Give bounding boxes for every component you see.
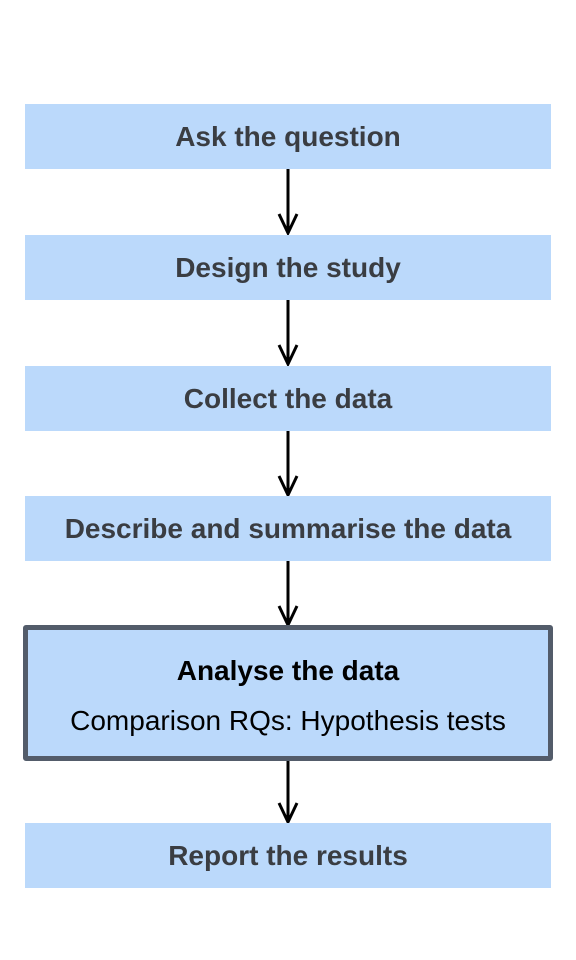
- step-analyse-the-data-highlighted: Analyse the data Comparison RQs: Hypothe…: [23, 625, 553, 761]
- arrow-4-to-5: [277, 561, 299, 629]
- step-label: Describe and summarise the data: [64, 512, 512, 544]
- step-label: Collect the data: [183, 382, 393, 414]
- step-label: Ask the question: [175, 120, 401, 152]
- arrow-2-to-3: [277, 300, 299, 368]
- step-label: Analyse the data: [176, 655, 400, 686]
- step-collect-the-data: Collect the data: [25, 366, 551, 431]
- step-report-the-results: Report the results: [25, 823, 551, 888]
- step-design-the-study: Design the study: [25, 235, 551, 300]
- step-sublabel: Comparison RQs: Hypothesis tests: [70, 705, 506, 736]
- arrow-1-to-2: [277, 169, 299, 237]
- arrow-5-to-6: [277, 760, 299, 826]
- arrow-3-to-4: [277, 431, 299, 499]
- step-ask-the-question: Ask the question: [25, 104, 551, 169]
- step-label: Design the study: [175, 251, 401, 283]
- step-describe-and-summarise: Describe and summarise the data: [25, 496, 551, 561]
- step-label: Report the results: [168, 839, 408, 871]
